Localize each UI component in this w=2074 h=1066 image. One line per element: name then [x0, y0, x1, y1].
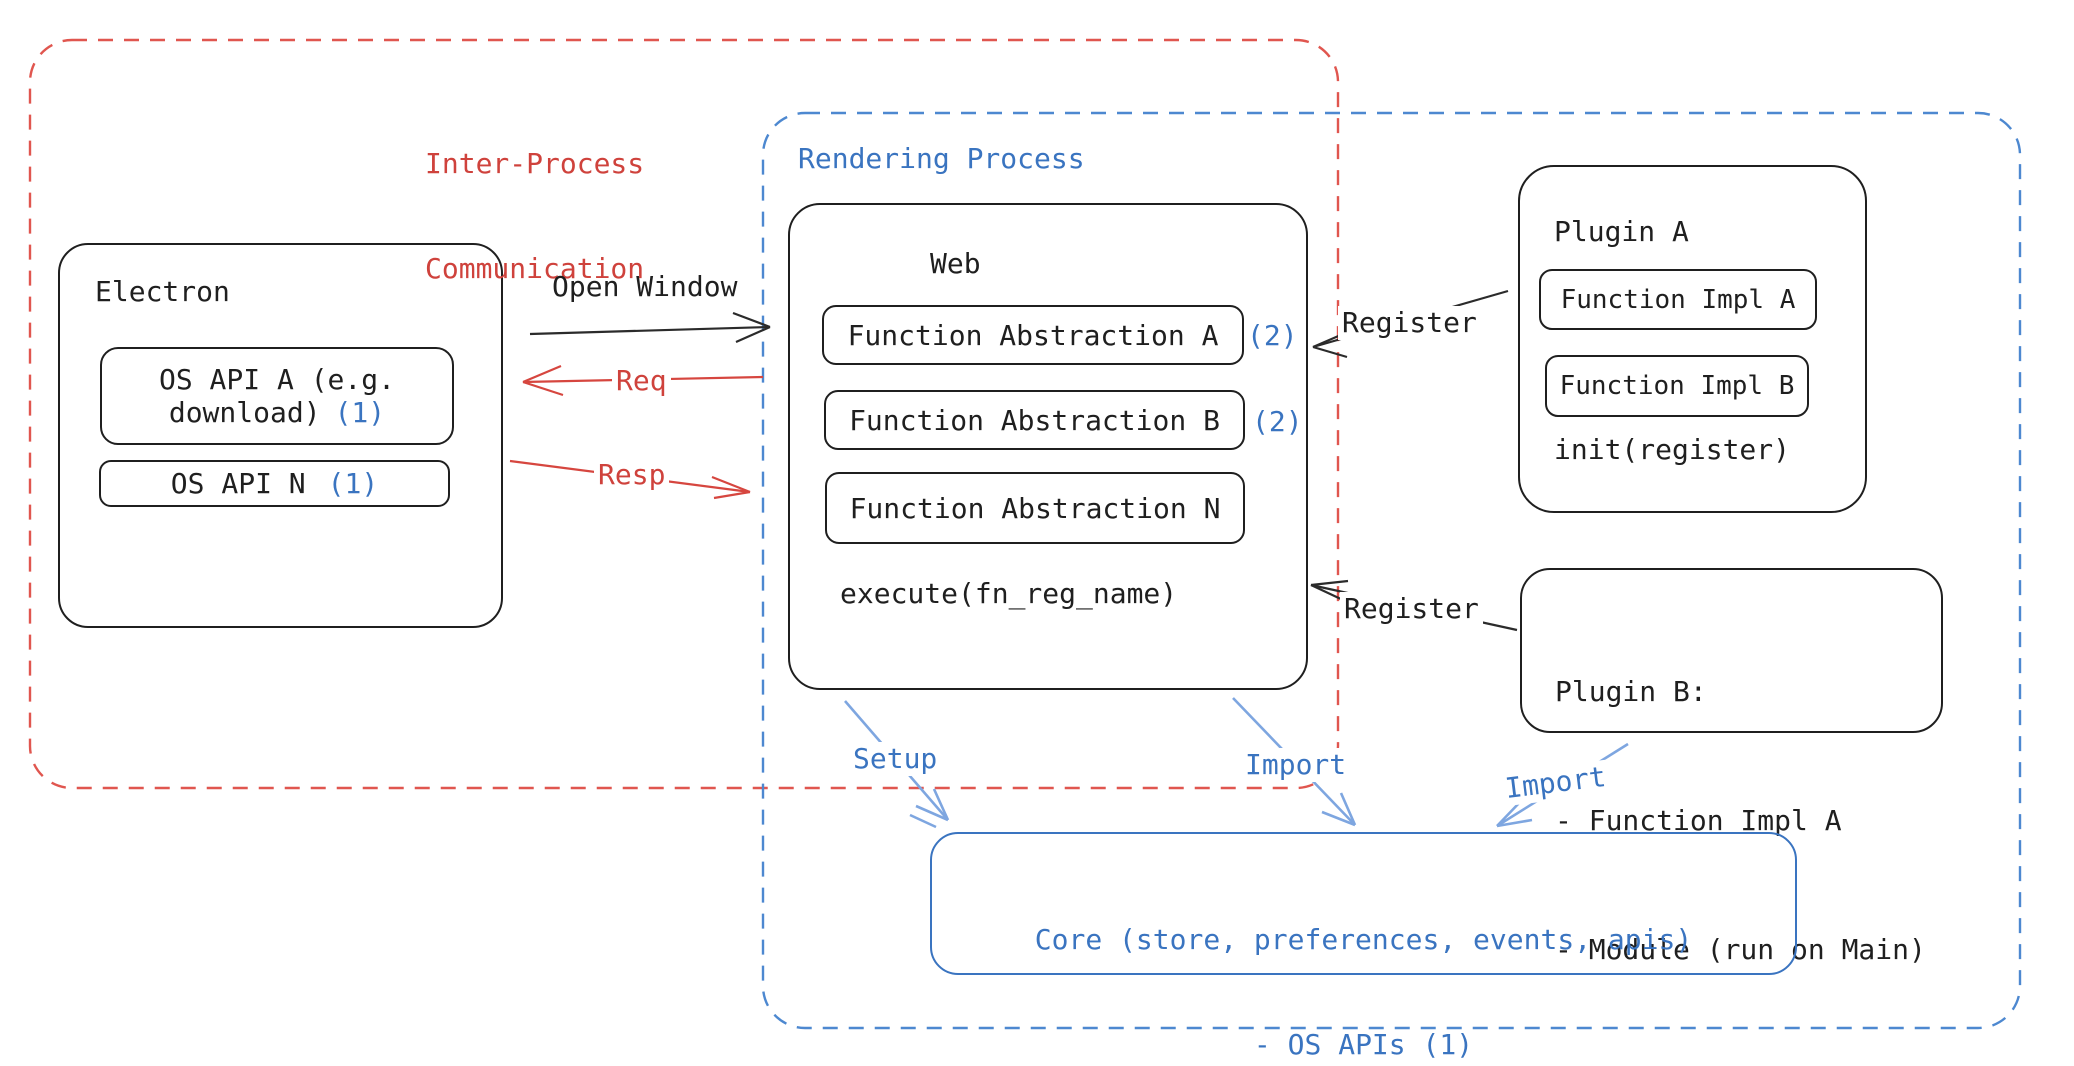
- function-impl-a-box: Function Impl A: [1539, 269, 1817, 330]
- web-title: Web: [930, 247, 981, 280]
- os-api-a-line2: download)(1): [168, 396, 386, 429]
- ipc-label: Inter-Process Communication: [425, 147, 645, 285]
- rendering-process-label: Rendering Process: [798, 142, 1085, 175]
- function-impl-b-box: Function Impl B: [1545, 355, 1809, 417]
- register-top-label: Register: [1338, 306, 1481, 340]
- core-box: Core (store, preferences, events, apis) …: [930, 832, 1797, 1061]
- plugin-a-title: Plugin A: [1554, 215, 1689, 248]
- register-bottom-label: Register: [1340, 592, 1483, 626]
- plugin-a-box: Plugin A Function Impl A Function Impl B…: [1518, 165, 1867, 513]
- os-api-n-badge: (1): [327, 467, 379, 500]
- plugin-b-line1: Plugin B:: [1555, 675, 1707, 708]
- os-api-n-box: OS API N (1): [99, 460, 450, 507]
- os-api-a-line1: OS API A (e.g.: [158, 363, 395, 396]
- import-web-label: Import: [1241, 748, 1351, 782]
- os-api-a-box: OS API A (e.g. download)(1): [100, 347, 454, 445]
- function-abstraction-a-box: Function Abstraction A: [822, 305, 1244, 365]
- req-label: Req: [612, 364, 671, 398]
- core-line1: Core (store, preferences, events, apis): [1034, 923, 1693, 956]
- function-abstraction-b-box: Function Abstraction B: [824, 390, 1245, 450]
- plugin-b-box: Plugin B: - Function Impl A - Module (ru…: [1520, 568, 1943, 966]
- core-line2: - OS APIs (1): [1253, 1028, 1474, 1061]
- function-abstraction-b-badge: (2): [1252, 405, 1303, 438]
- electron-title: Electron: [95, 275, 230, 308]
- web-execute-label: execute(fn_reg_name): [840, 577, 1178, 610]
- core-text: Core (store, preferences, events, apis) …: [932, 852, 1795, 1066]
- os-api-a-badge: (1): [334, 396, 386, 429]
- os-api-n-label: OS API N: [170, 467, 306, 500]
- plugin-a-init-label: init(register): [1554, 433, 1791, 466]
- web-box: Web Function Abstraction A (2) Function …: [788, 203, 1308, 690]
- resp-label: Resp: [594, 458, 670, 492]
- function-abstraction-n-box: Function Abstraction N: [825, 472, 1245, 544]
- setup-label: Setup: [849, 742, 942, 776]
- open-window-label: Open Window: [552, 270, 738, 303]
- function-abstraction-a-badge: (2): [1247, 319, 1298, 352]
